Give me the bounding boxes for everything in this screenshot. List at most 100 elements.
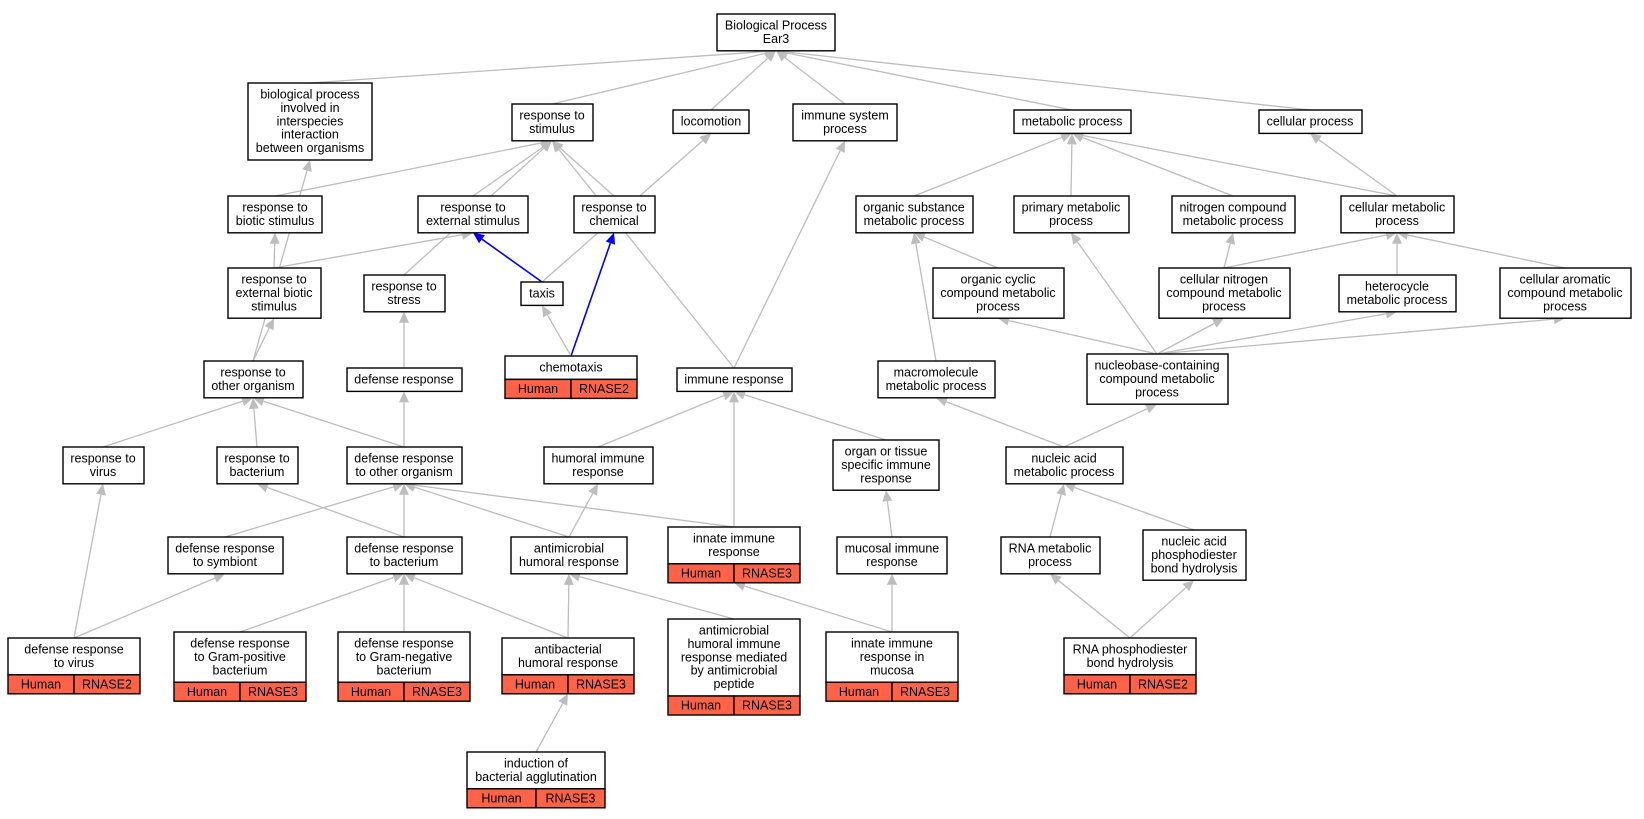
edge-line bbox=[309, 50, 766, 84]
term-box bbox=[1258, 109, 1363, 135]
term-label-line: response to bbox=[242, 200, 307, 214]
term-box bbox=[932, 267, 1065, 319]
term-label-line: antimicrobial bbox=[534, 541, 604, 555]
edge-line bbox=[1082, 134, 1398, 197]
edge-bp-interspecies-to-root bbox=[309, 46, 776, 84]
term-label-line: organ or tissue bbox=[845, 444, 928, 458]
edge-innate-immune-to-def-other-org bbox=[404, 480, 735, 528]
gene-cell bbox=[1129, 674, 1197, 695]
term-label-line: bacterial agglutination bbox=[475, 770, 597, 784]
arrowhead-icon bbox=[241, 396, 253, 406]
edge-antibacterial-humoral-to-antimicrobial-humoral bbox=[563, 573, 574, 639]
term-label-line: response in bbox=[860, 650, 925, 664]
edge-line bbox=[73, 577, 216, 639]
arrowhead-icon bbox=[1064, 482, 1076, 493]
go-term-node-locomotion[interactable]: locomotion bbox=[672, 109, 750, 135]
go-term-node-metabolic[interactable]: metabolic process bbox=[1013, 109, 1132, 135]
edge-line bbox=[263, 400, 405, 448]
term-label-line: nitrogen compound bbox=[1179, 200, 1286, 214]
edge-induction-agglutination-to-antibacterial-humoral bbox=[535, 693, 568, 753]
term-label-line: organic substance bbox=[863, 200, 965, 214]
go-term-node-immune-resp[interactable]: immune response bbox=[676, 367, 793, 393]
edge-line bbox=[224, 486, 394, 538]
edge-antibacterial-humoral-to-def-bacterium bbox=[404, 573, 569, 639]
go-term-node-defense-resp[interactable]: defense response bbox=[346, 367, 463, 393]
edge-line bbox=[1129, 587, 1187, 639]
arrowhead-icon bbox=[887, 573, 897, 585]
term-label-line: process bbox=[1135, 385, 1179, 399]
arrowhead-icon bbox=[392, 572, 404, 583]
term-label-line: stress bbox=[387, 293, 420, 307]
arrowhead-icon bbox=[588, 483, 598, 496]
term-label-line: to virus bbox=[54, 656, 94, 670]
go-term-node-cellular[interactable]: cellular process bbox=[1258, 109, 1363, 135]
term-box bbox=[1338, 274, 1457, 313]
term-box bbox=[167, 536, 284, 575]
gene-label: RNASE3 bbox=[576, 677, 626, 691]
species-label: Human bbox=[481, 791, 521, 805]
edge-cellular-to-root bbox=[776, 47, 1311, 111]
term-box bbox=[1063, 637, 1197, 676]
term-box bbox=[417, 195, 529, 234]
edge-def-gram-pos-to-def-bacterium bbox=[239, 572, 404, 633]
term-label-line: external biotic bbox=[235, 286, 312, 300]
term-label-line: interaction bbox=[281, 128, 339, 142]
term-label-line: nucleobase-containing bbox=[1094, 358, 1219, 372]
edge-line bbox=[253, 408, 258, 448]
term-label-line: nucleic acid bbox=[1161, 534, 1226, 548]
term-box bbox=[716, 13, 836, 52]
species-label: Human bbox=[681, 699, 721, 713]
term-label-line: cellular aromatic bbox=[1519, 272, 1610, 286]
term-box bbox=[511, 103, 594, 142]
edge-org-cyclic-to-organic-subst bbox=[914, 232, 999, 269]
go-term-node-taxis[interactable]: taxis bbox=[520, 281, 564, 307]
edge-line bbox=[915, 243, 937, 362]
term-box bbox=[676, 367, 793, 393]
term-label-line: response to bbox=[581, 200, 646, 214]
edge-line bbox=[481, 238, 543, 283]
edge-def-symbiont-to-def-other-org bbox=[224, 482, 404, 538]
